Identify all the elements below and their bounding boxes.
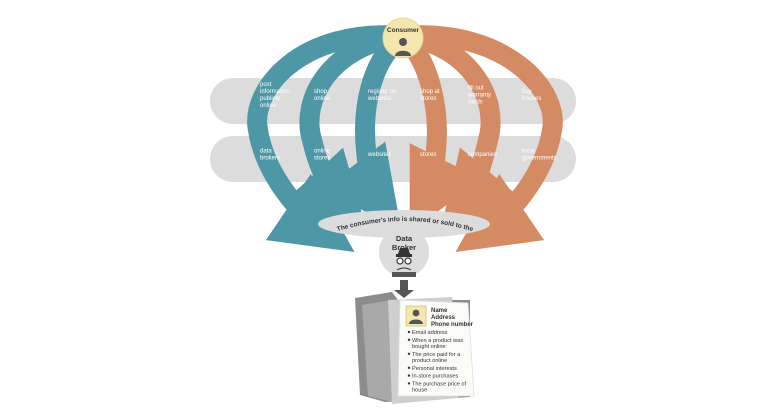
- profile-bullet-text: Email address: [412, 330, 448, 336]
- bullet-dot: [407, 382, 411, 385]
- down-arrow-icon: [394, 280, 414, 298]
- collector-label: websites: [367, 152, 391, 158]
- teal-flows: [247, 25, 410, 252]
- profile-bullet-text: In-store purchases: [412, 374, 459, 380]
- consumer-node: Consumer: [382, 17, 424, 59]
- bullet-dot: [407, 374, 411, 377]
- broker-label-line1: Data: [396, 234, 413, 243]
- broker-desk: [392, 272, 416, 277]
- consumer-label: Consumer: [387, 27, 420, 34]
- profile-bullet-text: Personal interests: [412, 366, 457, 372]
- bullet-dot: [407, 338, 411, 341]
- shared-band: [318, 210, 490, 238]
- flow-websites: [321, 27, 410, 230]
- profile-avatar-icon: [409, 309, 423, 324]
- bullet-dot: [407, 366, 411, 369]
- broker-label-line2: Broker: [392, 243, 416, 252]
- collector-label: stores: [420, 152, 436, 158]
- data-broker-node: Data Broker: [379, 227, 429, 277]
- flow-stores: [395, 28, 482, 233]
- collector-label: companies: [468, 152, 497, 158]
- bullet-dot: [407, 352, 411, 355]
- orange-flows: [395, 25, 563, 252]
- broker-spy-icon: [396, 248, 412, 271]
- flow-local-governments: [402, 25, 563, 252]
- bullet-dot: [407, 330, 411, 334]
- consumer-avatar-icon: [395, 38, 411, 56]
